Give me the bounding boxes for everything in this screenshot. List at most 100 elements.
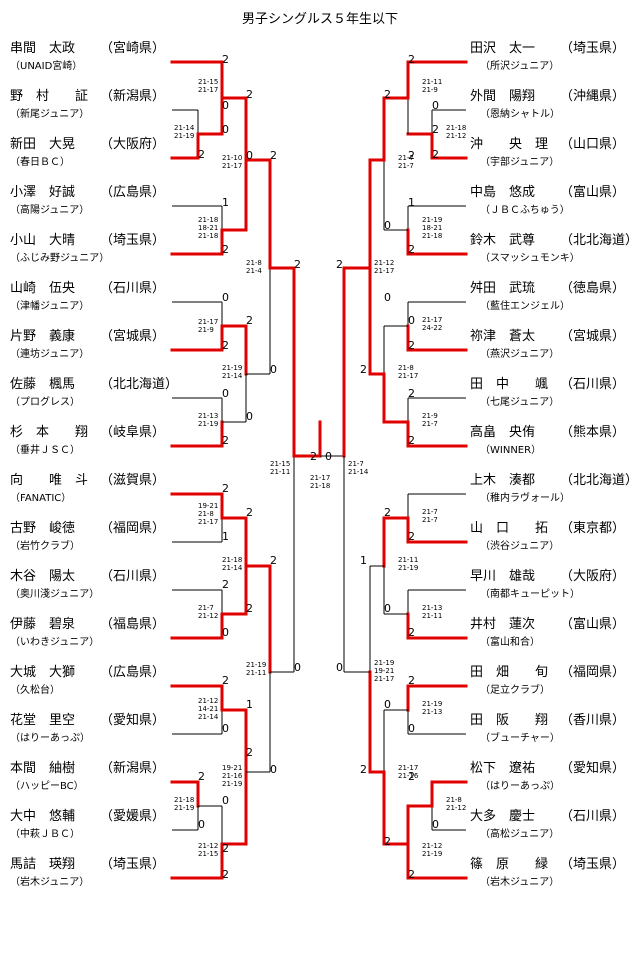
score-line: 19-21 bbox=[374, 667, 394, 675]
score-line: 21-9 bbox=[422, 412, 438, 420]
player-name: 古野 峻徳 bbox=[10, 520, 75, 536]
player-name: 山崎 伍央 bbox=[10, 281, 75, 296]
result-count: 0 bbox=[222, 626, 229, 639]
player-prefecture: （宮城県） bbox=[100, 328, 165, 344]
score-line: 19-21 bbox=[222, 764, 242, 772]
result-count: 0 bbox=[246, 410, 253, 423]
result-count: 1 bbox=[222, 196, 229, 209]
result-count: 2 bbox=[270, 554, 277, 567]
score-line: 21-13 bbox=[198, 412, 218, 420]
score-line: 14-21 bbox=[198, 705, 218, 713]
player-name: 中島 悠成 bbox=[470, 185, 535, 200]
score-line: 21-7 bbox=[198, 604, 214, 612]
player-name: 串間 太政 bbox=[10, 41, 75, 56]
score-line: 21-11 bbox=[398, 556, 418, 564]
result-count: 2 bbox=[408, 53, 415, 66]
player-club: （燕沢ジュニア） bbox=[480, 347, 559, 360]
score-line: 18-21 bbox=[422, 224, 442, 232]
score-line: 21-17 bbox=[198, 86, 218, 94]
player-prefecture: （石川県） bbox=[100, 569, 165, 584]
score-line: 21-19 bbox=[422, 700, 442, 708]
player-prefecture: （福岡県） bbox=[100, 521, 165, 536]
score-line: 21-12 bbox=[198, 697, 218, 705]
score-line: 21-17 bbox=[222, 162, 242, 170]
result-count: 2 bbox=[336, 258, 343, 271]
score-line: 21-18 bbox=[198, 216, 218, 224]
score-line: 21-13 bbox=[422, 604, 442, 612]
player-name: 大多 慶士 bbox=[470, 808, 535, 824]
score-line: 21-7 bbox=[422, 420, 438, 428]
player-name: 向 唯 斗 bbox=[10, 472, 88, 488]
player-club: （ＪＢＣふちゅう） bbox=[480, 204, 570, 216]
score-line: 21-7 bbox=[422, 508, 438, 516]
player-club: （藍住エンジェル） bbox=[480, 299, 570, 312]
player-name: 上木 湊都 bbox=[470, 473, 535, 488]
player-name: 佐藤 楓馬 bbox=[10, 377, 75, 392]
player-prefecture: （新潟県） bbox=[100, 88, 165, 104]
player-club: （FANATIC） bbox=[10, 492, 71, 504]
result-count: 2 bbox=[222, 482, 229, 495]
player-name: 祢津 蒼太 bbox=[470, 329, 535, 344]
player-name: 小山 大晴 bbox=[10, 233, 75, 248]
player-club: （恩納シャトル） bbox=[480, 107, 560, 120]
result-count: 2 bbox=[246, 746, 253, 759]
player-club: （連坊ジュニア） bbox=[10, 347, 89, 360]
result-count: 0 bbox=[432, 99, 439, 112]
result-count: 2 bbox=[246, 602, 253, 615]
result-count: 2 bbox=[408, 626, 415, 639]
player-club: （岩木ジュニア） bbox=[480, 875, 559, 888]
player-prefecture: （埼玉県） bbox=[100, 233, 165, 248]
player-name: 井村 蓮次 bbox=[470, 616, 535, 632]
player-prefecture: （北北海道） bbox=[100, 377, 178, 392]
score-line: 21-17 bbox=[422, 316, 442, 324]
player-club: （いわきジュニア） bbox=[10, 636, 99, 648]
result-count: 2 bbox=[384, 835, 391, 848]
player-prefecture: （宮崎県） bbox=[100, 40, 165, 56]
player-club: （高松ジュニア） bbox=[480, 827, 559, 840]
result-count: 1 bbox=[246, 698, 253, 711]
score-line: 21-8 bbox=[198, 510, 214, 518]
player-club: （はりーあっぷ） bbox=[480, 780, 560, 792]
player-name: 花堂 里空 bbox=[10, 712, 75, 728]
score-line: 21-12 bbox=[446, 804, 466, 812]
player-prefecture: （新潟県） bbox=[100, 760, 165, 776]
result-count: 2 bbox=[246, 506, 253, 519]
result-count: 2 bbox=[408, 434, 415, 447]
score-line: 21-11 bbox=[422, 612, 442, 620]
result-count: 2 bbox=[222, 578, 229, 591]
player-club: （はりーあっぷ） bbox=[10, 732, 90, 744]
score-line: 21-19 bbox=[374, 659, 394, 667]
player-club: （垂井ＪＳＣ） bbox=[10, 443, 80, 456]
player-name: 木谷 陽太 bbox=[10, 569, 75, 584]
player-prefecture: （福島県） bbox=[100, 617, 165, 632]
score-line: 21-9 bbox=[198, 326, 214, 334]
result-count: 2 bbox=[408, 387, 415, 400]
score-line: 19-21 bbox=[198, 502, 218, 510]
player-club: （足立クラブ） bbox=[480, 683, 550, 696]
result-count: 0 bbox=[246, 149, 253, 162]
result-count: 0 bbox=[336, 661, 343, 674]
player-club: （高陽ジュニア） bbox=[10, 203, 89, 216]
result-count: 2 bbox=[384, 88, 391, 101]
result-count: 2 bbox=[222, 339, 229, 352]
player-club: （渋谷ジュニア） bbox=[480, 539, 559, 552]
score-line: 21-16 bbox=[398, 772, 419, 780]
result-count: 0 bbox=[294, 661, 301, 674]
player-prefecture: （滋賀県） bbox=[100, 473, 165, 488]
result-count: 2 bbox=[432, 148, 439, 161]
result-count: 0 bbox=[270, 363, 277, 376]
player-prefecture: （石川県） bbox=[100, 281, 165, 296]
player-club: （新尾ジュニア） bbox=[10, 107, 89, 120]
score-line: 21-14 bbox=[222, 564, 243, 572]
player-prefecture: （大阪府） bbox=[100, 137, 165, 152]
